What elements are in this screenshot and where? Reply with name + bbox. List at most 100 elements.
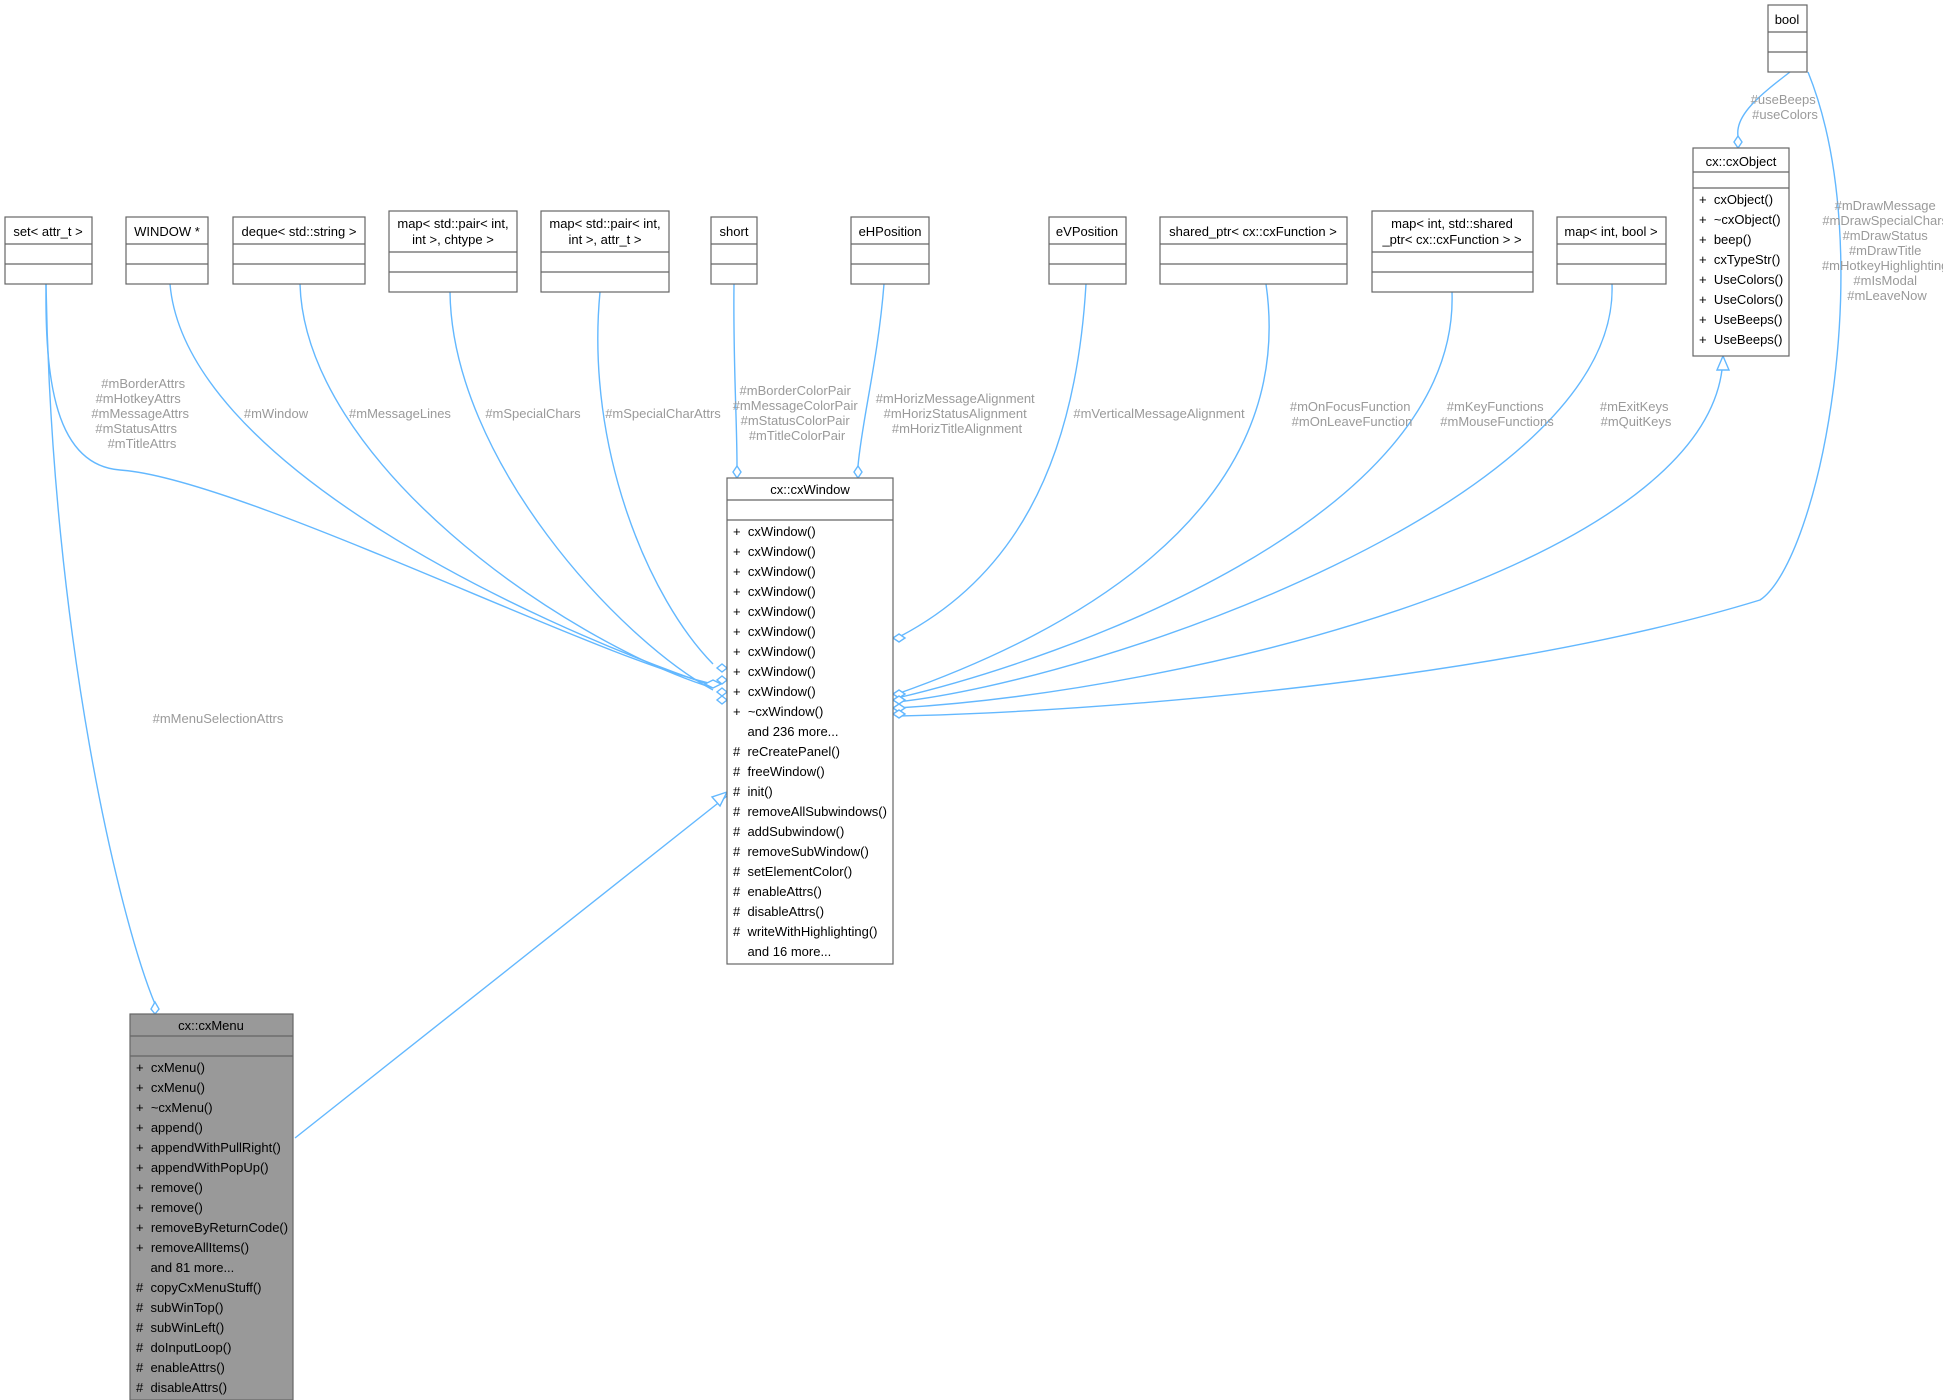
member-cxMenu-10[interactable]: and 81 more...: [136, 1260, 234, 1275]
type-box-short[interactable]: short: [710, 216, 758, 285]
member-cxWindow-10[interactable]: and 236 more...: [733, 724, 839, 739]
type-title: map< int, bool >: [1564, 224, 1657, 239]
member-cxWindow-6[interactable]: + cxWindow(): [733, 644, 816, 659]
edge-label-evposition: #mVerticalMessageAlignment: [1073, 406, 1245, 421]
type-box-bool[interactable]: bool: [1767, 4, 1808, 73]
class-box-cxobject[interactable]: cx::cxObject + cxObject()+ ~cxObject()+ …: [1692, 147, 1790, 357]
diamond-marker: [715, 695, 729, 705]
type-title: bool: [1775, 12, 1800, 27]
edge-markers: [150, 134, 1743, 1016]
edge-map-int-shared-to-cxwindow: [896, 291, 1453, 699]
member-cxMenu-0[interactable]: + cxMenu(): [136, 1060, 205, 1075]
class-title: cx::cxMenu: [178, 1018, 244, 1033]
member-cxMenu-11[interactable]: # copyCxMenuStuff(): [136, 1280, 261, 1295]
diamond-marker: [703, 679, 723, 689]
member-cxMenu-1[interactable]: + cxMenu(): [136, 1080, 205, 1095]
edge-special-char-attrs-to-cxwindow: [597, 291, 714, 665]
edge-label-set-attr: #mBorderAttrs #mHotkeyAttrs #mMessageAtt…: [91, 376, 192, 451]
class-box-cxmenu[interactable]: cx::cxMenu + cxMenu()+ cxMenu()+ ~cxMenu…: [129, 1013, 294, 1400]
member-cxWindow-4[interactable]: + cxWindow(): [733, 604, 816, 619]
member-cxWindow-19[interactable]: # disableAttrs(): [733, 904, 824, 919]
type-title: int >, chtype >: [412, 232, 494, 247]
type-box-map-pair-attr[interactable]: map< std::pair< int, int >, attr_t >: [540, 210, 670, 293]
member-cxWindow-2[interactable]: + cxWindow(): [733, 564, 816, 579]
diamond-marker: [715, 663, 729, 673]
type-box-window-ptr[interactable]: WINDOW *: [125, 216, 209, 285]
type-title: map< std::pair< int,: [397, 216, 508, 231]
member-cxWindow-17[interactable]: # setElementColor(): [733, 864, 852, 879]
type-title: deque< std::string >: [242, 224, 357, 239]
type-box-map-int-shared[interactable]: map< int, std::shared _ptr< cx::cxFuncti…: [1371, 210, 1534, 293]
type-box-set-attr[interactable]: set< attr_t >: [4, 216, 93, 285]
member-cxWindow-9[interactable]: + ~cxWindow(): [733, 704, 823, 719]
type-title: eVPosition: [1056, 224, 1118, 239]
member-cxWindow-21[interactable]: and 16 more...: [733, 944, 831, 959]
member-cxMenu-7[interactable]: + remove(): [136, 1200, 203, 1215]
member-cxMenu-9[interactable]: + removeAllItems(): [136, 1240, 249, 1255]
type-box-map-int-bool[interactable]: map< int, bool >: [1556, 216, 1667, 285]
member-cxMenu-16[interactable]: # disableAttrs(): [136, 1380, 227, 1395]
diamond-marker: [891, 633, 907, 643]
class-title: cx::cxWindow: [770, 482, 850, 497]
diamond-marker: [715, 687, 729, 697]
type-box-shared-ptr[interactable]: shared_ptr< cx::cxFunction >: [1159, 216, 1348, 285]
class-box-cxwindow[interactable]: cx::cxWindow + cxWindow()+ cxWindow()+ c…: [726, 477, 894, 965]
member-cxWindow-3[interactable]: + cxWindow(): [733, 584, 816, 599]
type-box-deque-string[interactable]: deque< std::string >: [232, 216, 366, 285]
member-cxObject-3[interactable]: + cxTypeStr(): [1699, 252, 1780, 267]
member-cxWindow-1[interactable]: + cxWindow(): [733, 544, 816, 559]
diamond-marker: [1733, 134, 1743, 150]
type-box-ehposition[interactable]: eHPosition: [850, 216, 930, 285]
member-cxObject-7[interactable]: + UseBeeps(): [1699, 332, 1782, 347]
member-cxWindow-12[interactable]: # freeWindow(): [733, 764, 825, 779]
member-cxObject-2[interactable]: + beep(): [1699, 232, 1751, 247]
inherit-arrow: [1715, 354, 1731, 371]
edge-set-attr-to-cxmenu: [45, 283, 156, 1005]
member-cxMenu-8[interactable]: + removeByReturnCode(): [136, 1220, 288, 1235]
member-cxMenu-4[interactable]: + appendWithPullRight(): [136, 1140, 281, 1155]
member-cxWindow-14[interactable]: # removeAllSubwindows(): [733, 804, 887, 819]
type-title: _ptr< cx::cxFunction > >: [1381, 232, 1521, 247]
member-cxMenu-2[interactable]: + ~cxMenu(): [136, 1100, 213, 1115]
type-title: map< int, std::shared: [1391, 216, 1513, 231]
member-list: + cxMenu() + cxMenu() + ~cxMenu() + append(…: [136, 1060, 288, 1395]
member-cxMenu-6[interactable]: + remove(): [136, 1180, 203, 1195]
member-cxObject-4[interactable]: + UseColors(): [1699, 272, 1783, 287]
class-title: cx::cxObject: [1706, 154, 1777, 169]
edge-special-chars-to-cxwindow: [449, 291, 714, 691]
member-cxWindow-11[interactable]: # reCreatePanel(): [733, 744, 840, 759]
member-cxWindow-20[interactable]: # writeWithHighlighting(): [733, 924, 878, 939]
member-cxWindow-18[interactable]: # enableAttrs(): [733, 884, 822, 899]
edge-cxobject-inherit-cxwindow: [896, 355, 1724, 709]
member-cxWindow-16[interactable]: # removeSubWindow(): [733, 844, 869, 859]
edge-evposition-to-cxwindow: [896, 283, 1087, 639]
type-title: eHPosition: [859, 224, 922, 239]
member-cxWindow-7[interactable]: + cxWindow(): [733, 664, 816, 679]
member-cxMenu-5[interactable]: + appendWithPopUp(): [136, 1160, 269, 1175]
diamond-marker: [891, 695, 907, 705]
member-cxMenu-13[interactable]: # subWinLeft(): [136, 1320, 224, 1335]
member-cxMenu-14[interactable]: # doInputLoop(): [136, 1340, 231, 1355]
member-cxWindow-5[interactable]: + cxWindow(): [733, 624, 816, 639]
member-cxObject-5[interactable]: + UseColors(): [1699, 292, 1783, 307]
member-cxObject-6[interactable]: + UseBeeps(): [1699, 312, 1782, 327]
inherit-arrow: [710, 790, 729, 808]
member-cxMenu-12[interactable]: # subWinTop(): [136, 1300, 223, 1315]
member-cxObject-0[interactable]: + cxObject(): [1699, 192, 1773, 207]
member-cxWindow-15[interactable]: # addSubwindow(): [733, 824, 844, 839]
member-list: + cxObject() + ~cxObject() + beep() + cxTyp…: [1699, 192, 1783, 347]
edge-label-message-lines: #mMessageLines: [349, 406, 451, 421]
member-cxMenu-3[interactable]: + append(): [136, 1120, 203, 1135]
member-cxWindow-0[interactable]: + cxWindow(): [733, 524, 816, 539]
member-list: + cxWindow() + cxWindow() + cxWindow() + cx…: [733, 524, 887, 959]
edge-label-special-char-attrs: #mSpecialCharAttrs: [605, 406, 721, 421]
type-box-evposition[interactable]: eVPosition: [1048, 216, 1127, 285]
member-cxWindow-8[interactable]: + cxWindow(): [733, 684, 816, 699]
member-cxObject-1[interactable]: + ~cxObject(): [1699, 212, 1781, 227]
member-cxWindow-13[interactable]: # init(): [733, 784, 773, 799]
edge-bool-to-cxobject: [1737, 71, 1791, 137]
edge-label-window: #mWindow: [244, 406, 309, 421]
type-box-map-pair-chtype[interactable]: map< std::pair< int, int >, chtype >: [388, 210, 518, 293]
member-cxMenu-15[interactable]: # enableAttrs(): [136, 1360, 225, 1375]
